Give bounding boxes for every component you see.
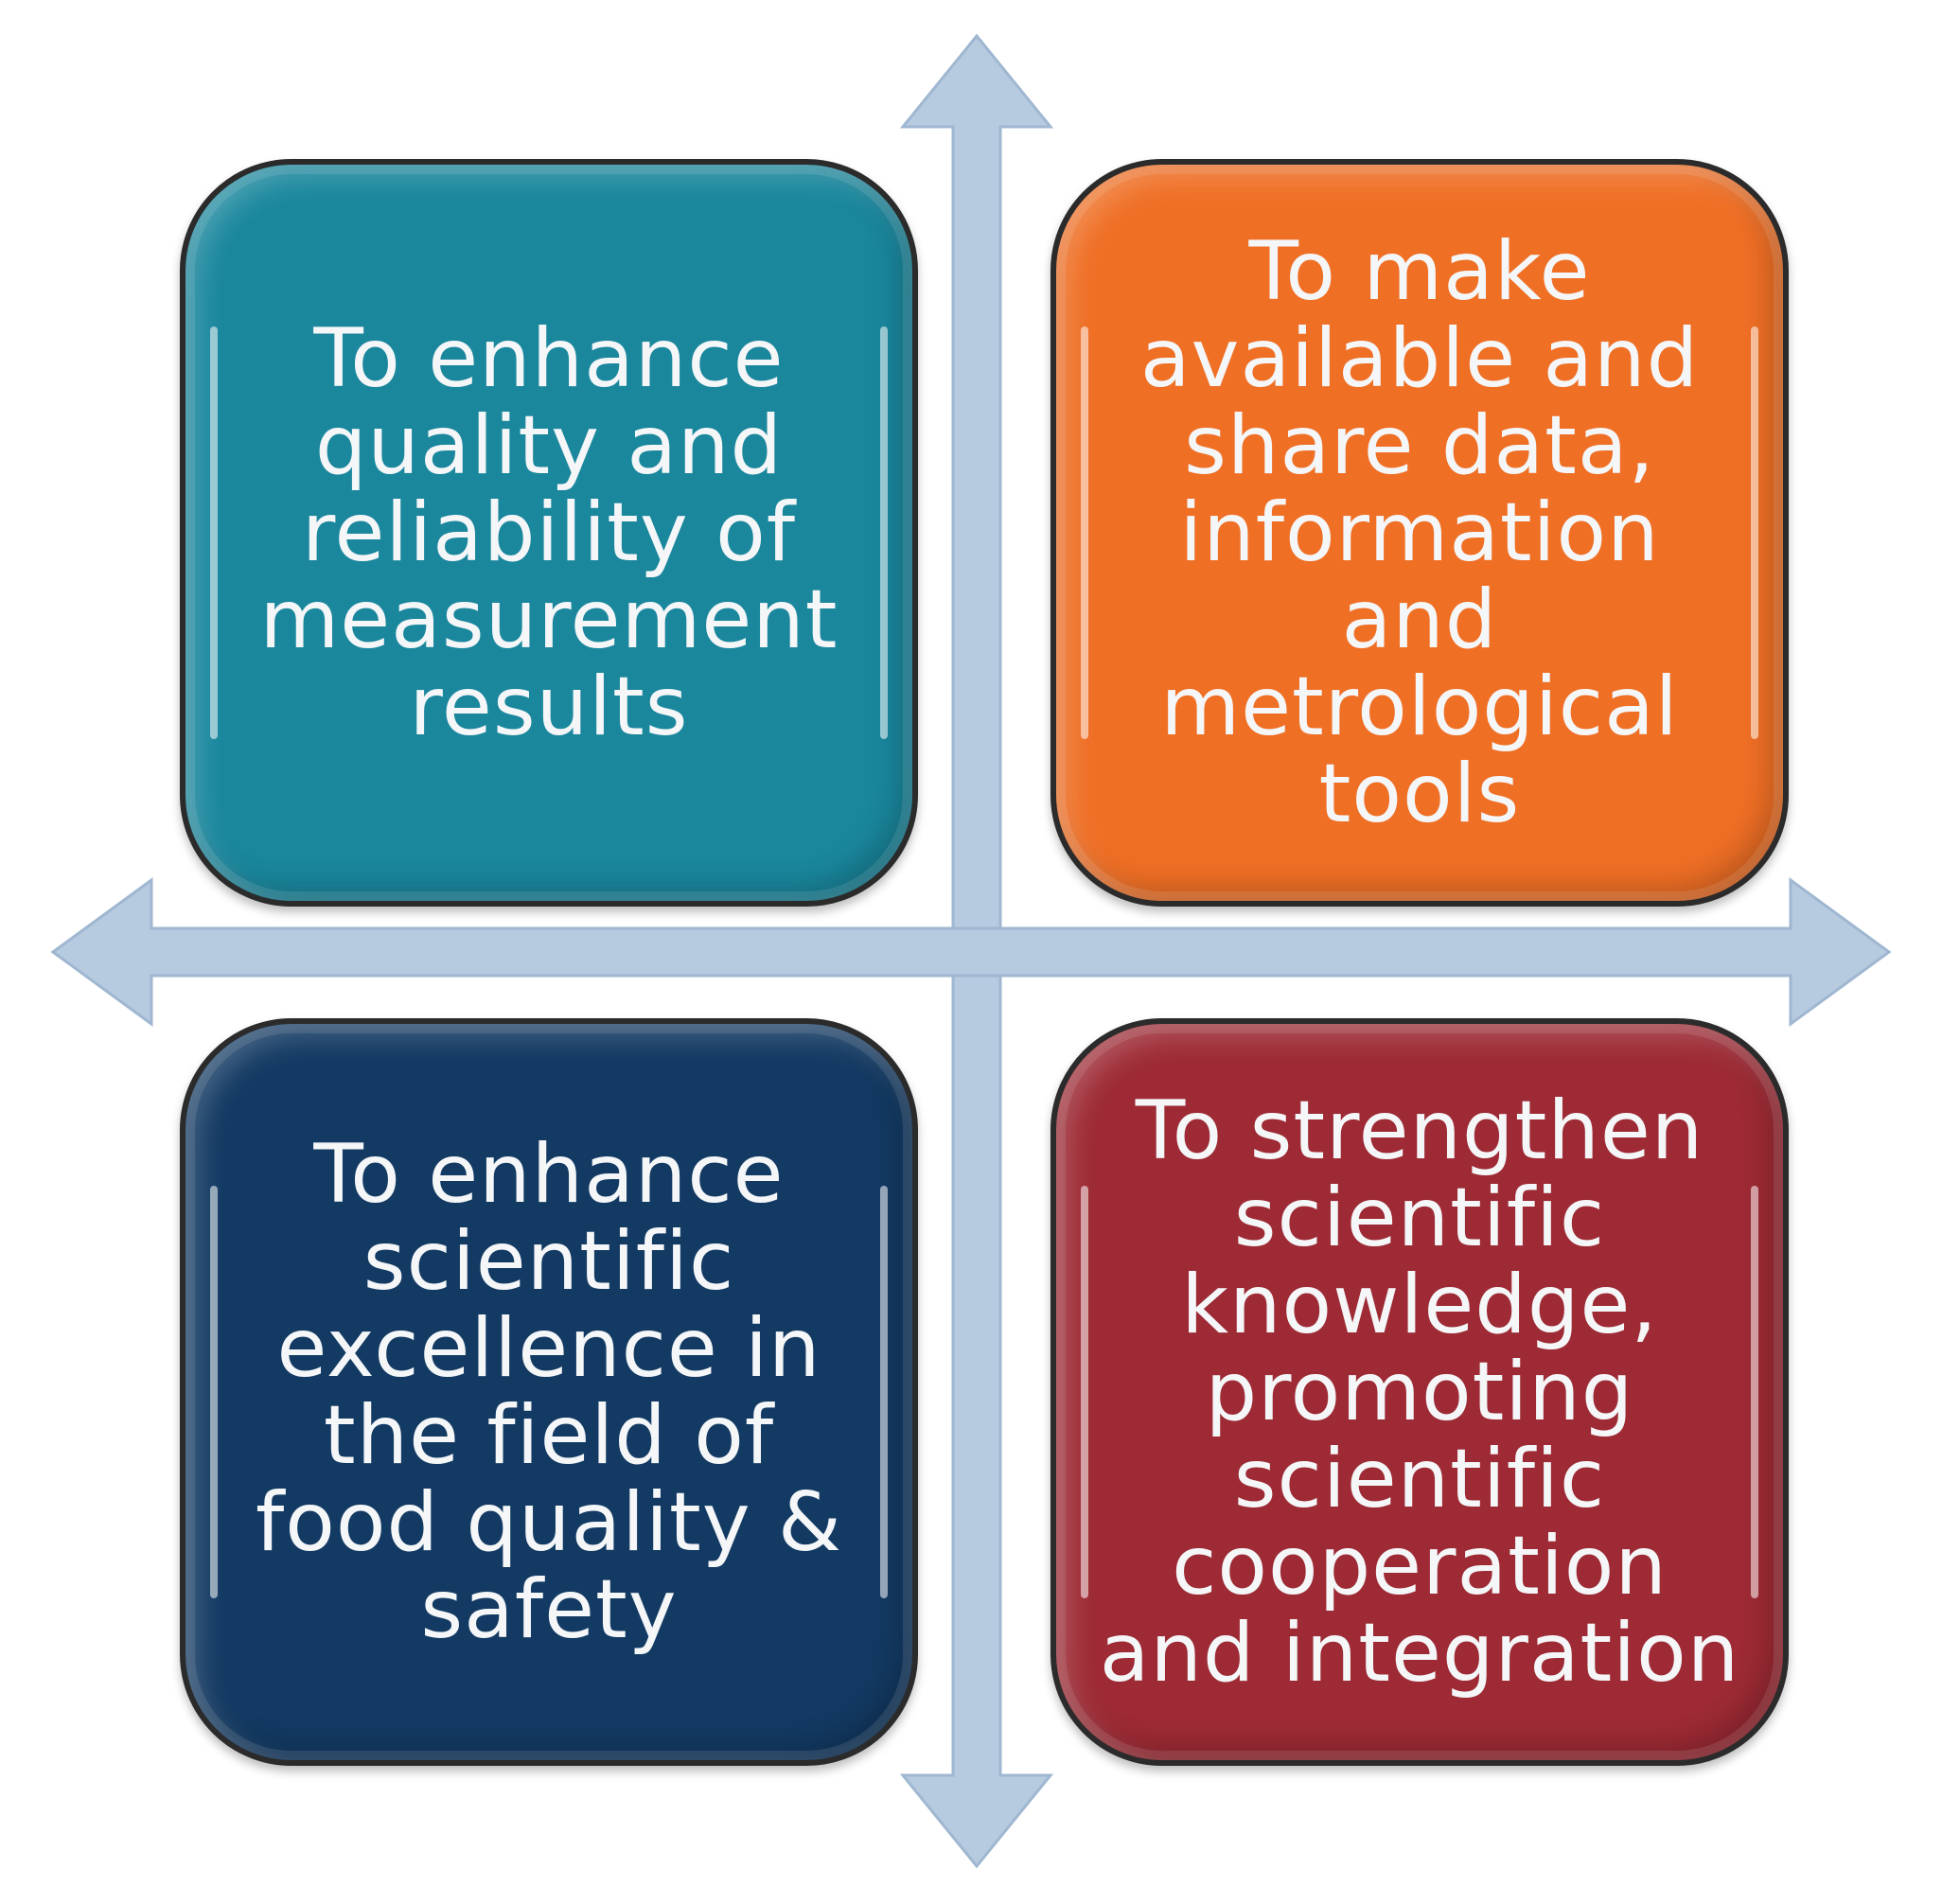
goal-text-scientific-knowledge: To strengthen scientific knowledge, prom… (1099, 1084, 1740, 1701)
goal-text-scientific-excellence: To enhance scientific excellence in the … (255, 1127, 843, 1657)
goal-box-scientific-excellence: To enhance scientific excellence in the … (180, 1018, 918, 1766)
goal-box-data-sharing: To make available and share data, inform… (1050, 159, 1789, 907)
goal-text-measurement-quality: To enhance quality and reliability of me… (259, 311, 839, 754)
goal-text-data-sharing: To make available and share data, inform… (1139, 224, 1700, 841)
goal-box-scientific-knowledge: To strengthen scientific knowledge, prom… (1050, 1018, 1789, 1766)
horizontal-double-arrow (50, 877, 1892, 1027)
goal-box-measurement-quality: To enhance quality and reliability of me… (180, 159, 918, 907)
